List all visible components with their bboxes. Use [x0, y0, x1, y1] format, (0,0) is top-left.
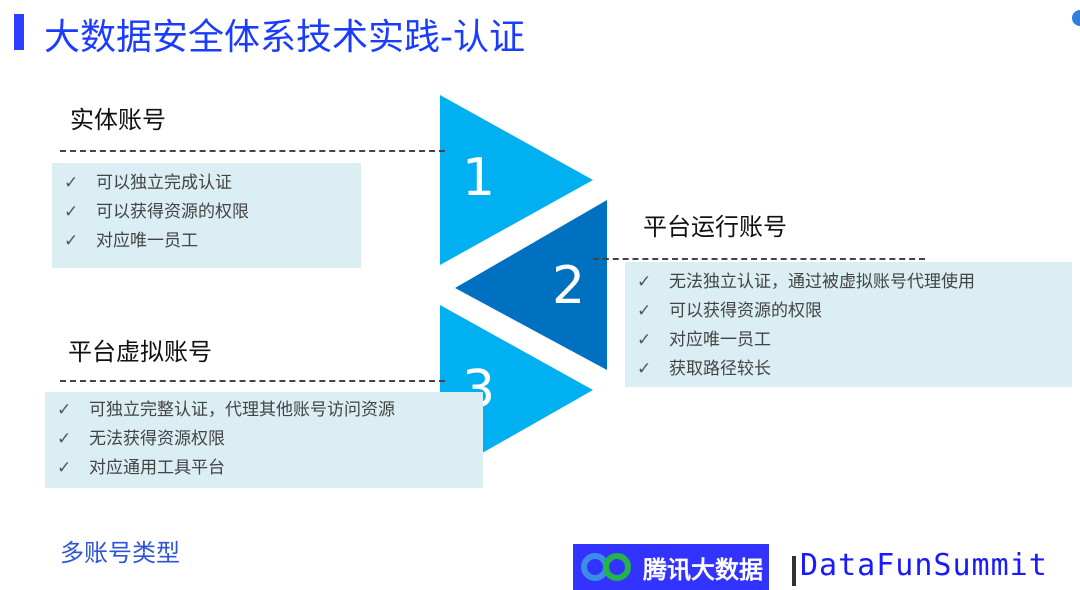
- check-icon: ✓: [637, 272, 652, 292]
- heading-platform-run-account: 平台运行账号: [643, 213, 787, 241]
- check-icon: ✓: [57, 400, 72, 420]
- list-item: ✓对应唯一员工: [637, 326, 1072, 355]
- triangle-1: [440, 95, 593, 265]
- divider: [60, 150, 445, 152]
- check-icon: ✓: [64, 231, 79, 251]
- platform-virtual-account-box: ✓可独立完整认证，代理其他账号访问资源 ✓无法获得资源权限 ✓对应通用工具平台: [45, 392, 483, 488]
- check-icon: ✓: [64, 173, 79, 193]
- number-2: 2: [552, 256, 586, 316]
- page-title: 大数据安全体系技术实践-认证: [44, 17, 525, 58]
- check-icon: ✓: [637, 330, 652, 350]
- footer-caption: 多账号类型: [60, 539, 180, 567]
- title-accent-bar: [14, 14, 24, 50]
- entity-account-box: ✓可以独立完成认证 ✓可以获得资源的权限 ✓对应唯一员工: [52, 163, 361, 268]
- divider: [593, 258, 925, 260]
- check-icon: ✓: [57, 458, 72, 478]
- list-item: ✓获取路径较长: [637, 355, 1072, 384]
- heading-entity-account: 实体账号: [70, 106, 166, 134]
- divider: [60, 380, 445, 382]
- datafun-summit-logo: DataFunSummit: [800, 548, 1048, 583]
- list-item: ✓可以获得资源的权限: [637, 297, 1072, 326]
- check-icon: ✓: [57, 429, 72, 449]
- list-item: ✓对应唯一员工: [64, 227, 361, 256]
- list-item: ✓可以独立完成认证: [64, 169, 361, 198]
- check-icon: ✓: [64, 202, 79, 222]
- check-icon: ✓: [637, 301, 652, 321]
- separator: [792, 556, 796, 586]
- infinity-logo-icon: [581, 553, 631, 581]
- list-item: ✓无法独立认证，通过被虚拟账号代理使用: [637, 268, 1072, 297]
- corner-dot: [1072, 10, 1080, 26]
- list-item: ✓对应通用工具平台: [57, 454, 483, 483]
- list-item: ✓可独立完整认证，代理其他账号访问资源: [57, 396, 483, 425]
- number-1: 1: [462, 148, 496, 208]
- triangle-2: [455, 200, 607, 370]
- check-icon: ✓: [637, 359, 652, 379]
- heading-platform-virtual-account: 平台虚拟账号: [68, 338, 212, 366]
- list-item: ✓可以获得资源的权限: [64, 198, 361, 227]
- tencent-bigdata-logo: 腾讯大数据: [573, 544, 769, 590]
- list-item: ✓无法获得资源权限: [57, 425, 483, 454]
- platform-run-account-box: ✓无法独立认证，通过被虚拟账号代理使用 ✓可以获得资源的权限 ✓对应唯一员工 ✓…: [625, 262, 1072, 387]
